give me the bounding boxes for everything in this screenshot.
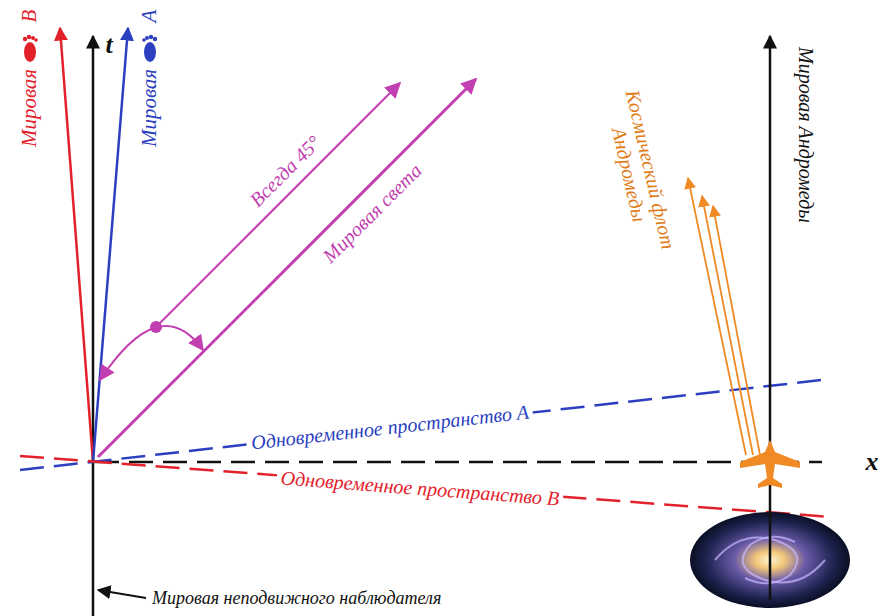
- fleet-world-line: [688, 178, 746, 455]
- fleet-world-line: [713, 206, 760, 455]
- foot-toe: [23, 37, 27, 41]
- axis-label: x: [862, 448, 883, 477]
- foot-toe: [142, 38, 146, 42]
- observer-label: Мировая неподвижного наблюдателя: [152, 589, 441, 609]
- foot-toe: [149, 35, 153, 39]
- t-axis: [92, 36, 95, 616]
- world-line-b: [60, 28, 93, 462]
- world-line-a: [93, 28, 128, 462]
- world-line-label: Мировая: [138, 69, 161, 147]
- andromeda-world-line: [769, 36, 772, 600]
- observer-letter: A: [138, 10, 161, 23]
- light-line-label: Мировая света: [318, 159, 426, 267]
- foot-sole: [24, 42, 36, 62]
- foot-sole: [144, 42, 156, 62]
- fleet-label: Космический флот Андромеды: [598, 79, 681, 264]
- observer-letter: B: [18, 10, 41, 23]
- world-line-label: Мировая Андромеды: [795, 47, 817, 223]
- galaxy-arm: [743, 537, 825, 583]
- foot-toe: [27, 35, 31, 39]
- footprint-b: [23, 35, 38, 62]
- angle-arc: [100, 326, 203, 380]
- simultaneity-stationary: [95, 461, 822, 464]
- fleet-world-line: [702, 196, 753, 455]
- world-line-label: Мировая: [18, 69, 41, 147]
- angle-dot: [150, 321, 162, 333]
- simultaneity-label: Одновременное пространство B: [276, 466, 564, 509]
- axis-label: t: [105, 31, 112, 60]
- foot-toe: [153, 37, 157, 41]
- spaceship-icon: [740, 440, 800, 488]
- simultaneity-label: Одновременное пространство A: [246, 400, 534, 454]
- footprint-a: [142, 35, 157, 62]
- foot-toe: [34, 38, 38, 42]
- observer-leader: [98, 590, 146, 598]
- simultaneity-b: [20, 456, 832, 517]
- simultaneity-a: [20, 380, 822, 470]
